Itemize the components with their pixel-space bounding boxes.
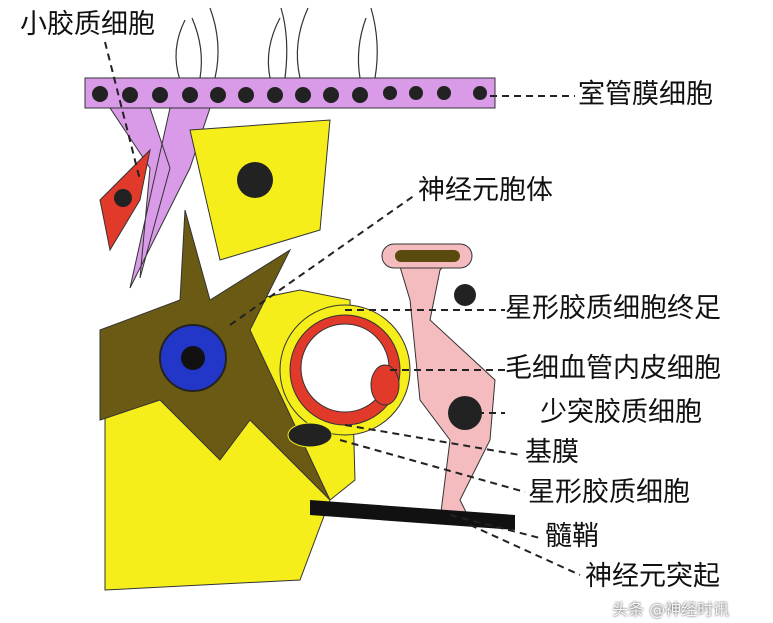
label-astrocyte: 星形胶质细胞 — [528, 477, 690, 508]
ependymal-nuclei — [92, 86, 487, 103]
leader-lines — [104, 41, 581, 576]
label-neurite: 神经元突起 — [585, 561, 720, 592]
cilia — [175, 7, 378, 81]
watermark: 头条 @神经时讯 — [612, 600, 730, 619]
astrocyte-nucleus — [237, 162, 273, 198]
label-neuron-body: 神经元胞体 — [418, 175, 553, 206]
label-astro-endfoot: 星形胶质细胞终足 — [505, 293, 721, 324]
ependymal-layer — [84, 77, 496, 109]
label-myelin: 髓鞘 — [545, 521, 599, 552]
label-basement: 基膜 — [525, 437, 579, 468]
oligodendrocyte — [394, 249, 496, 521]
label-endothelial: 毛细血管内皮细胞 — [505, 353, 721, 384]
label-oligodendrocyte: 少突胶质细胞 — [540, 397, 702, 428]
label-microglia: 小胶质细胞 — [20, 9, 155, 40]
label-ependymal: 室管膜细胞 — [578, 79, 713, 110]
myelinated-axon — [310, 500, 515, 530]
